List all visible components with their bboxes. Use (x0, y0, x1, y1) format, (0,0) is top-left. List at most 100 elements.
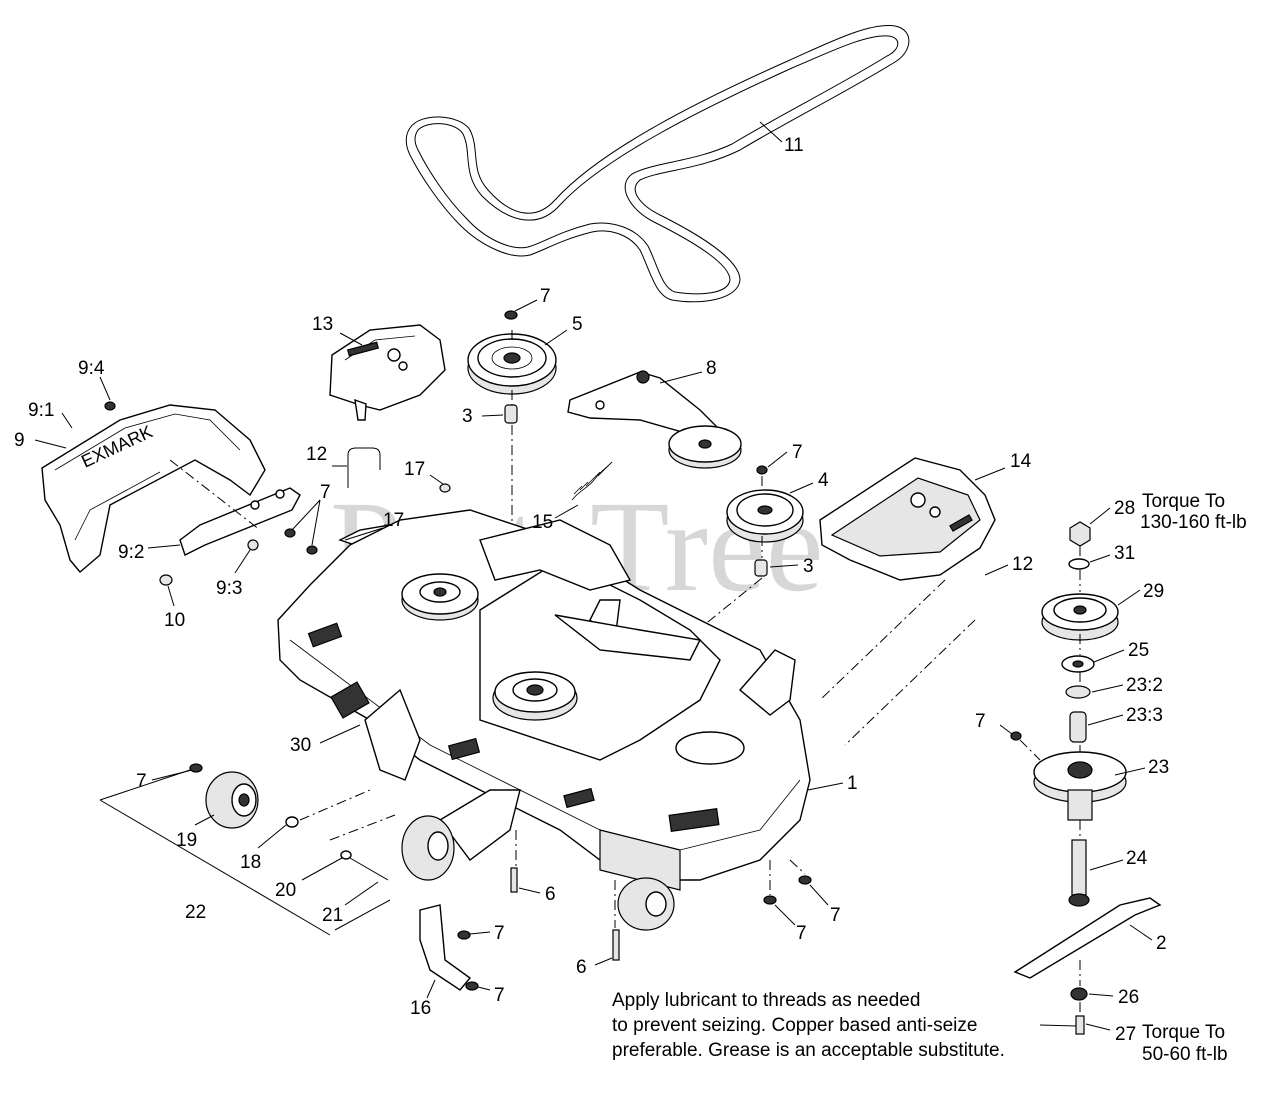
spindle-shaft-24 (1068, 839, 1090, 907)
idler-arm-8 (567, 370, 742, 469)
bolt-6-b (612, 929, 620, 961)
callout-6-a: 6 (545, 884, 556, 905)
torque-top-line2: 130-160 ft-lb (1140, 512, 1247, 533)
callout-21: 21 (322, 905, 343, 926)
spindle-housing-23 (1033, 751, 1127, 821)
nut-7-wheel (189, 763, 203, 773)
nut-7-bracket (457, 930, 471, 940)
bolt-21 (349, 857, 389, 881)
torque-spec-top: Torque To 130-160 ft-lb (1140, 491, 1247, 533)
leader-lines (34, 299, 1153, 1031)
kit-22-bracket-lines (99, 769, 391, 936)
nut-7-deck-mid (763, 895, 777, 905)
callout-10: 10 (164, 610, 185, 631)
callout-3-right: 3 (803, 556, 814, 577)
callout-7-g: 7 (796, 923, 807, 944)
drive-belt (405, 24, 910, 303)
torque-bottom-line2: 50-60 ft-lb (1142, 1044, 1228, 1065)
pin-9-3 (247, 539, 259, 551)
callout-9-4: 9:4 (78, 358, 105, 379)
callout-12-right: 12 (1012, 554, 1033, 575)
spindle-pulley-29 (1041, 593, 1119, 641)
washer-18 (285, 816, 299, 828)
nut-7-deck-right (798, 875, 812, 885)
callout-17-a: 17 (404, 459, 425, 480)
bolt-10 (159, 574, 173, 586)
sleeve-23-3 (1069, 711, 1087, 743)
blade-2 (1013, 897, 1162, 979)
deflector-bracket-9-2 (179, 487, 301, 556)
washer-20 (340, 850, 352, 860)
callout-8: 8 (706, 358, 717, 379)
seal-23-2 (1065, 685, 1091, 699)
callout-20: 20 (275, 880, 296, 901)
callout-26: 26 (1118, 987, 1139, 1008)
callout-15: 15 (532, 512, 553, 533)
note-line1: Apply lubricant to threads as needed (612, 990, 920, 1011)
nut-28 (1069, 521, 1091, 547)
bolt-6-a (510, 867, 518, 893)
callout-16: 16 (410, 998, 431, 1019)
callout-24: 24 (1126, 848, 1148, 869)
callout-23: 23 (1148, 757, 1169, 778)
callout-17-b: 17 (383, 510, 404, 531)
callout-7-e: 7 (136, 771, 147, 792)
callout-31: 31 (1114, 543, 1135, 564)
washer-26 (1070, 987, 1088, 1001)
torque-spec-bottom: Torque To 50-60 ft-lb (1142, 1022, 1228, 1065)
callout-18: 18 (240, 852, 261, 873)
washer-31 (1068, 558, 1090, 570)
deck-wheel-rear (617, 877, 675, 931)
callout-7-top: 7 (540, 286, 551, 307)
callout-7-i: 7 (494, 985, 505, 1006)
callout-27: 27 (1115, 1024, 1136, 1045)
idler-pulley-5 (467, 333, 557, 395)
bolt-17-a (439, 483, 451, 493)
idler-pulley-4 (726, 489, 804, 543)
callout-9: 9 (14, 430, 25, 451)
anti-scalp-bracket-16 (419, 904, 472, 991)
callout-28: 28 (1114, 498, 1135, 519)
lubricant-note: Apply lubricant to threads as needed to … (612, 990, 1005, 1061)
discharge-deflector-9: EXMARK (41, 404, 266, 573)
callout-7-b: 7 (320, 482, 331, 503)
callout-9-1: 9:1 (28, 400, 54, 421)
callout-1: 1 (847, 773, 858, 794)
bolt-27 (1075, 1015, 1085, 1035)
callout-9-2: 9:2 (118, 542, 144, 563)
torque-bottom-line1: Torque To (1142, 1022, 1225, 1043)
callout-14: 14 (1010, 451, 1032, 472)
spacer-3-right (754, 559, 768, 577)
nut-7-a (284, 528, 296, 538)
callout-7-f: 7 (830, 905, 841, 926)
spindle-cover-right (819, 457, 996, 581)
fastener-9-4 (104, 401, 116, 411)
callout-labels: 11 13 7 5 8 3 9:4 9:1 9 12 17 7 17 15 7 … (14, 135, 1169, 1045)
callout-5: 5 (572, 314, 583, 335)
mower-deck-1 (277, 509, 811, 891)
gauge-wheel-19 (205, 771, 259, 829)
note-line3: preferable. Grease is an acceptable subs… (612, 1040, 1005, 1061)
spacer-3-top (504, 404, 518, 424)
callout-2: 2 (1156, 933, 1167, 954)
callout-7-h: 7 (494, 923, 505, 944)
torque-top-line1: Torque To (1142, 491, 1225, 512)
callout-4: 4 (818, 470, 829, 491)
callout-29: 29 (1143, 581, 1164, 602)
callout-7-d: 7 (975, 711, 986, 732)
u-bolt-12-left (347, 447, 381, 488)
nut-7-spindle (1010, 731, 1022, 741)
nut-7-b (306, 545, 318, 555)
bolt-7-top (504, 310, 518, 320)
note-line2: to prevent seizing. Copper based anti-se… (612, 1015, 977, 1036)
callout-6-b: 6 (576, 957, 587, 978)
callout-9-3: 9:3 (216, 578, 242, 599)
callout-3-top: 3 (462, 406, 473, 427)
nut-7-bracket-low (465, 981, 479, 991)
callout-7-c: 7 (792, 442, 803, 463)
deck-wheel-front (401, 815, 455, 881)
bolt-7-pulley-4 (756, 465, 768, 475)
callout-12-left: 12 (306, 444, 327, 465)
callout-23-3: 23:3 (1126, 705, 1163, 726)
